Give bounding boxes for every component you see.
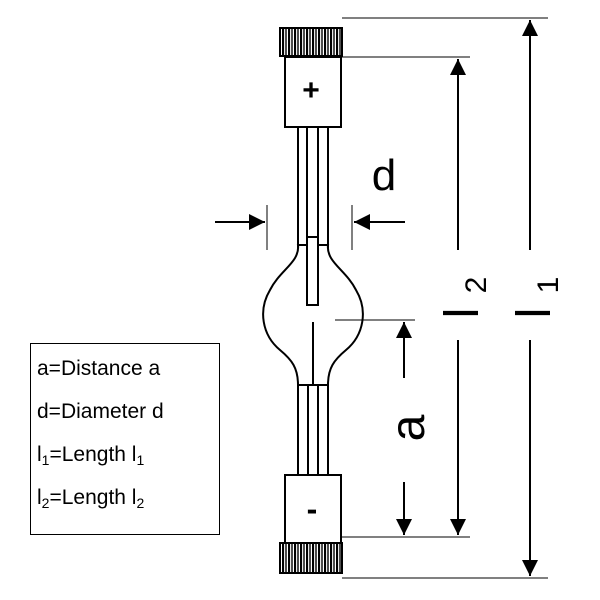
- legend-item-length-l1: l1=Length l1: [37, 443, 145, 468]
- svg-text:l: l: [436, 308, 489, 319]
- legend: a=Distance a d=Diameter d l1=Length l1 l…: [30, 343, 220, 535]
- lamp-body: [262, 27, 364, 574]
- svg-text:1: 1: [532, 277, 565, 294]
- dimension-l2-label: l 2: [436, 277, 493, 319]
- legend-item-length-l2: l2=Length l2: [37, 486, 145, 511]
- top-electrode-tip: [306, 236, 319, 306]
- bottom-electrode: [307, 384, 319, 476]
- bottom-cap-knurl: [279, 542, 343, 574]
- top-base-block: [284, 56, 342, 128]
- dimension-a-label: a: [382, 414, 435, 441]
- positive-terminal-label: +: [302, 74, 320, 107]
- extension-lines: [266, 17, 548, 579]
- dimension-l1-label: l 1: [508, 277, 565, 319]
- dimension-d-label: d: [372, 151, 396, 200]
- negative-terminal-label: -: [307, 491, 318, 527]
- svg-text:l: l: [508, 308, 561, 319]
- legend-item-diameter: d=Diameter d: [37, 400, 164, 423]
- top-cap-knurl: [279, 27, 343, 57]
- legend-item-distance: a=Distance a: [37, 357, 161, 380]
- svg-text:2: 2: [460, 277, 493, 294]
- top-electrode: [306, 126, 319, 238]
